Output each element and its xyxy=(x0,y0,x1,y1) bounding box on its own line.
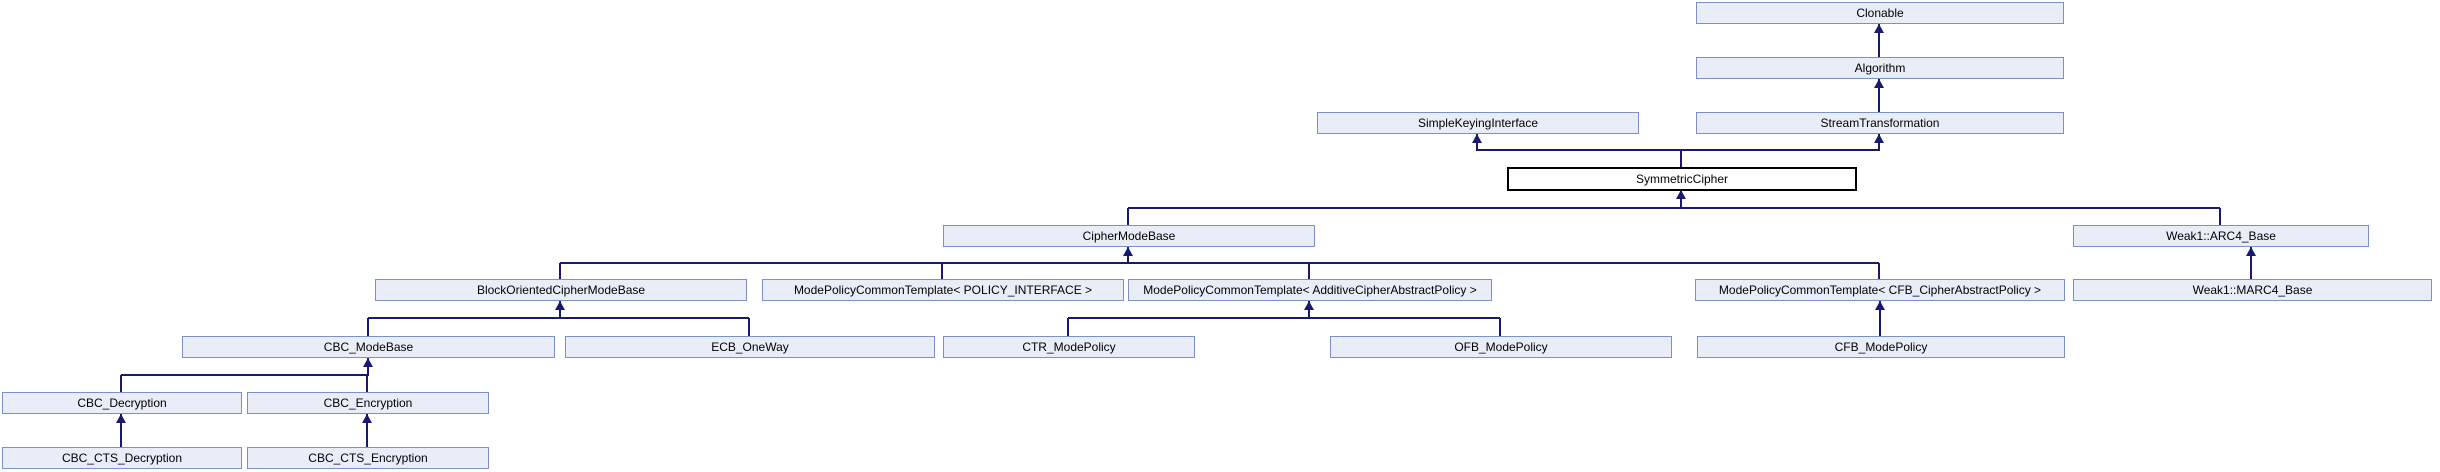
inheritance-edge-line xyxy=(1680,190,1682,209)
class-node-cfb-mode-policy[interactable]: CFB_ModePolicy xyxy=(1697,336,2065,358)
inheritance-edge-line xyxy=(1680,150,1682,168)
class-node-cbc-mode-base[interactable]: CBC_ModeBase xyxy=(182,336,555,358)
inheritance-edge-line xyxy=(1477,149,1879,151)
class-node-cipher-mode-base[interactable]: CipherModeBase xyxy=(943,225,1315,247)
inheritance-edge-line xyxy=(367,318,369,336)
class-node-simple-keying-interface[interactable]: SimpleKeyingInterface xyxy=(1317,112,1639,134)
inheritance-arrowhead-up-icon xyxy=(555,301,565,310)
inheritance-edge-line xyxy=(2250,247,2252,279)
class-node-label: SymmetricCipher xyxy=(1635,172,1728,186)
class-node-mode-policy-common-template-cfb-cipher-abstract-policy[interactable]: ModePolicyCommonTemplate< CFB_CipherAbst… xyxy=(1695,279,2065,301)
class-node-label: CBC_CTS_Decryption xyxy=(61,451,183,465)
class-node-label: CBC_Decryption xyxy=(77,396,167,410)
inheritance-edge-line xyxy=(120,414,122,447)
class-node-symmetric-cipher[interactable]: SymmetricCipher xyxy=(1507,167,1857,191)
inheritance-arrowhead-up-icon xyxy=(1874,24,1884,33)
inheritance-arrowhead-up-icon xyxy=(1472,134,1482,143)
class-node-label: CBC_ModeBase xyxy=(323,340,414,354)
inheritance-edge-line xyxy=(1308,301,1310,319)
class-node-label: CFB_ModePolicy xyxy=(1834,340,1928,354)
inheritance-edge-line xyxy=(367,358,369,376)
inheritance-arrowhead-up-icon xyxy=(1676,190,1686,199)
class-node-label: Algorithm xyxy=(1854,61,1906,75)
inheritance-arrowhead-up-icon xyxy=(2246,247,2256,256)
class-node-label: Weak1::ARC4_Base xyxy=(2166,229,2276,243)
inheritance-edge-line xyxy=(366,414,368,447)
inheritance-edge-line xyxy=(1878,263,1880,279)
class-node-label: CTR_ModePolicy xyxy=(1022,340,1116,354)
class-node-block-oriented-cipher-mode-base[interactable]: BlockOrientedCipherModeBase xyxy=(375,279,747,301)
inheritance-edge-line xyxy=(120,375,122,392)
class-node-label: ECB_OneWay xyxy=(711,340,789,354)
class-node-ecb-one-way[interactable]: ECB_OneWay xyxy=(565,336,935,358)
class-node-stream-transformation[interactable]: StreamTransformation xyxy=(1696,112,2064,134)
class-node-label: ModePolicyCommonTemplate< AdditiveCipher… xyxy=(1143,283,1477,297)
inheritance-edge-line xyxy=(1499,318,1501,336)
class-node-mode-policy-common-template-additive-cipher-abstract-policy[interactable]: ModePolicyCommonTemplate< AdditiveCipher… xyxy=(1128,279,1492,301)
class-node-weak1-marc4-base[interactable]: Weak1::MARC4_Base xyxy=(2073,279,2432,301)
inheritance-arrowhead-up-icon xyxy=(363,358,373,367)
class-node-clonable[interactable]: Clonable xyxy=(1696,2,2064,24)
class-node-algorithm[interactable]: Algorithm xyxy=(1696,57,2064,79)
inheritance-edge-line xyxy=(941,263,943,279)
inheritance-arrowhead-up-icon xyxy=(116,414,126,423)
inheritance-edge-line xyxy=(1879,301,1881,336)
inheritance-arrowhead-up-icon xyxy=(1123,247,1133,256)
class-node-cbc-encryption[interactable]: CBC_Encryption xyxy=(247,392,489,414)
inheritance-edge-line xyxy=(2219,208,2221,225)
inheritance-edge-line xyxy=(1127,208,1129,225)
class-node-mode-policy-common-template-policy-interface[interactable]: ModePolicyCommonTemplate< POLICY_INTERFA… xyxy=(762,279,1124,301)
class-node-ctr-mode-policy[interactable]: CTR_ModePolicy xyxy=(943,336,1195,358)
inheritance-arrowhead-up-icon xyxy=(1304,301,1314,310)
inheritance-edge-line xyxy=(368,317,749,319)
inheritance-arrowhead-up-icon xyxy=(1874,134,1884,143)
inheritance-edge-line xyxy=(1068,317,1500,319)
class-node-label: Clonable xyxy=(1856,6,1904,20)
inheritance-edge-line xyxy=(366,375,368,392)
class-node-cbc-cts-decryption[interactable]: CBC_CTS_Decryption xyxy=(2,447,242,469)
class-node-label: ModePolicyCommonTemplate< CFB_CipherAbst… xyxy=(1718,283,2042,297)
inheritance-arrowhead-up-icon xyxy=(1875,301,1885,310)
class-node-label: StreamTransformation xyxy=(1820,116,1940,130)
class-node-label: CipherModeBase xyxy=(1082,229,1176,243)
class-node-cbc-cts-encryption[interactable]: CBC_CTS_Encryption xyxy=(247,447,489,469)
inheritance-edge-line xyxy=(1878,24,1880,57)
inheritance-edge-line xyxy=(559,263,561,279)
class-node-label: ModePolicyCommonTemplate< POLICY_INTERFA… xyxy=(793,283,1093,297)
inheritance-edge-line xyxy=(121,374,368,376)
inheritance-edge-line xyxy=(1067,318,1069,336)
class-node-label: Weak1::MARC4_Base xyxy=(2192,283,2313,297)
inheritance-edge-line xyxy=(1308,263,1310,279)
inheritance-edge-line xyxy=(1128,207,2220,209)
class-node-cbc-decryption[interactable]: CBC_Decryption xyxy=(2,392,242,414)
class-node-weak1-arc4-base[interactable]: Weak1::ARC4_Base xyxy=(2073,225,2369,247)
inheritance-edge-line xyxy=(559,301,561,319)
inheritance-edge-line xyxy=(748,318,750,336)
class-node-label: CBC_CTS_Encryption xyxy=(308,451,428,465)
inheritance-edge-line xyxy=(1878,79,1880,112)
class-node-label: OFB_ModePolicy xyxy=(1454,340,1548,354)
inheritance-edge-line xyxy=(560,262,1879,264)
class-node-label: CBC_Encryption xyxy=(323,396,413,410)
class-node-label: BlockOrientedCipherModeBase xyxy=(476,283,646,297)
inheritance-arrowhead-up-icon xyxy=(1874,79,1884,88)
class-node-label: SimpleKeyingInterface xyxy=(1417,116,1539,130)
inheritance-arrowhead-up-icon xyxy=(362,414,372,423)
class-node-ofb-mode-policy[interactable]: OFB_ModePolicy xyxy=(1330,336,1672,358)
